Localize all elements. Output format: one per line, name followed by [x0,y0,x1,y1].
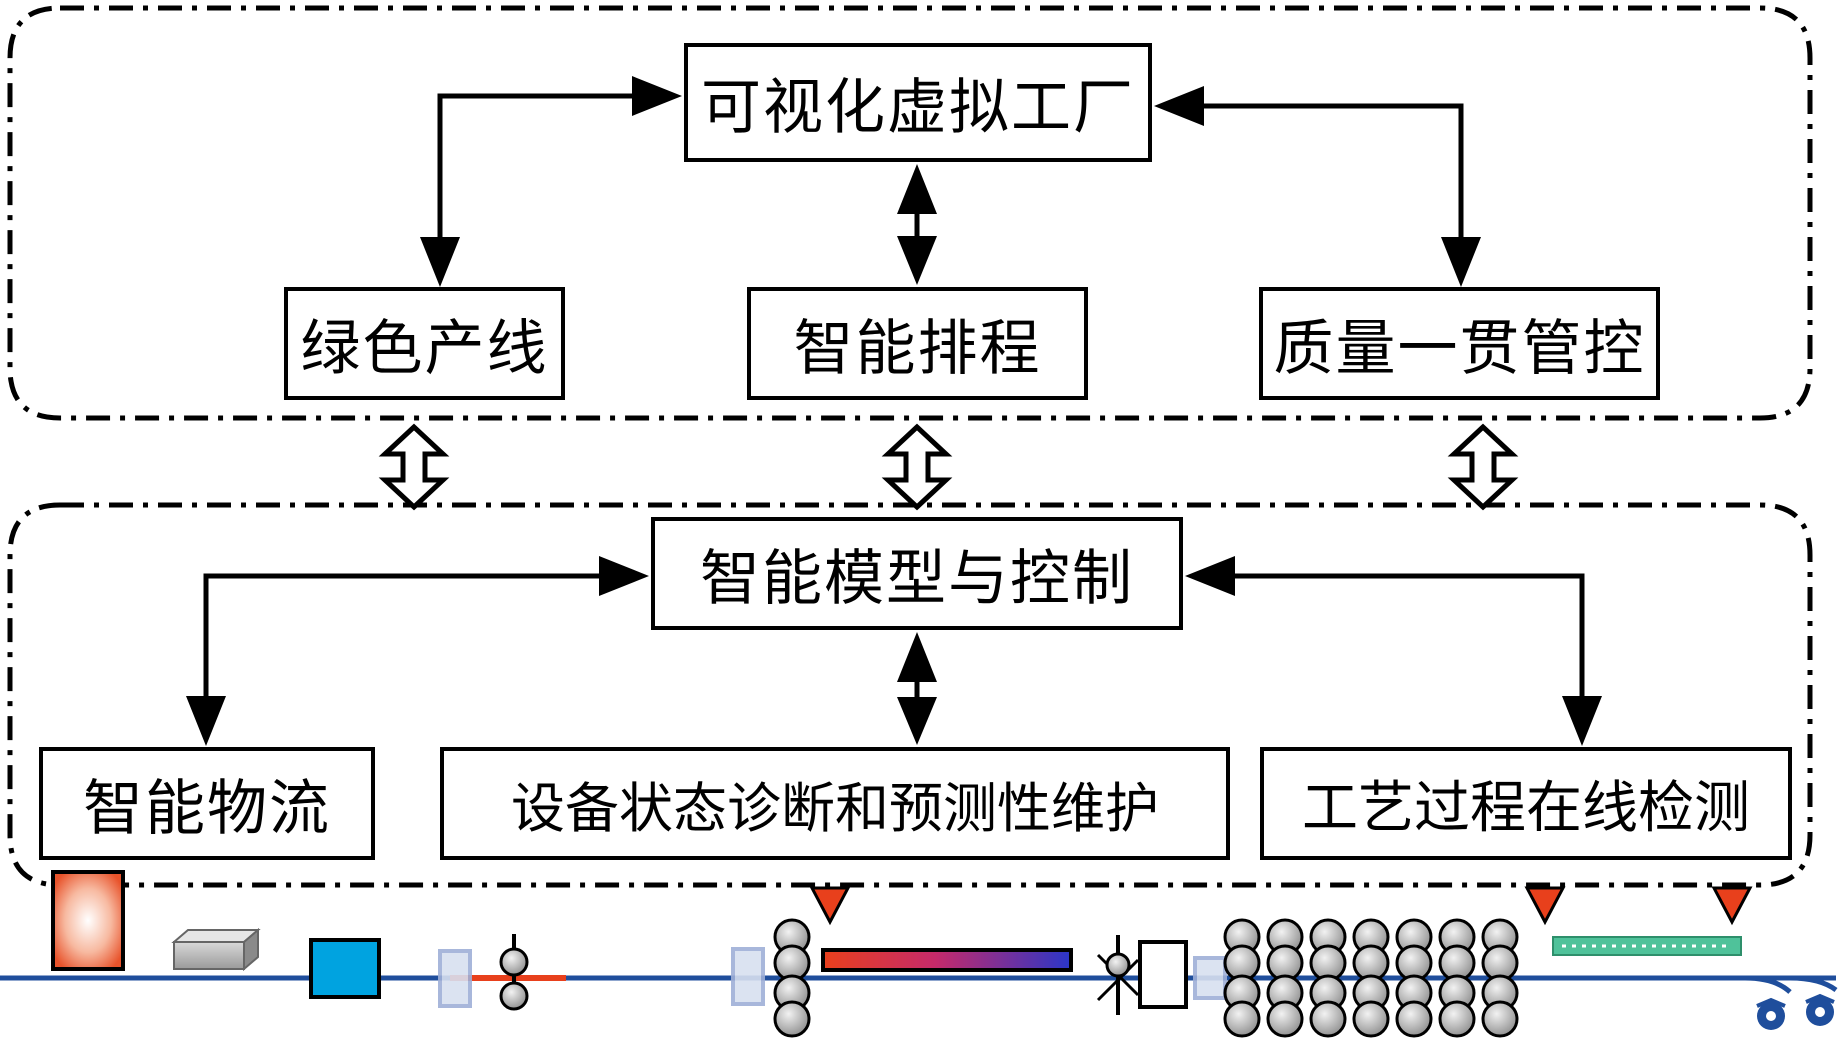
sensor-marker-icon [1524,886,1566,926]
hollow-double-arrow-right [1447,423,1519,511]
finishing-roll [1481,1000,1519,1038]
finishing-roll [1266,1000,1304,1038]
hollow-double-arrow-left [378,423,450,511]
connector-model-to-logistics [186,556,649,746]
roll-stand-icon [499,934,529,1011]
process-inspection-box: 工艺过程在线检测 [1260,747,1792,860]
reheating-furnace-icon [51,870,125,971]
sensor-marker-icon [809,886,851,926]
virtual-factory-box: 可视化虚拟工厂 [684,43,1152,162]
coiler-icon [1805,993,1835,1026]
finishing-mill-icon [1096,935,1227,1015]
green-line-box: 绿色产线 [284,287,565,400]
cooling-detector-icon [1552,936,1742,956]
connector-top-to-green [420,76,682,287]
smart-model-control-box: 智能模型与控制 [651,517,1183,630]
connector-model-to-maint [897,632,937,745]
heated-strip-icon [821,948,1073,972]
connector-top-to-sched [897,164,937,285]
finishing-roll [1395,1000,1433,1038]
upper-group-frame [7,5,1813,421]
slab-block-icon [171,927,261,972]
quality-control-box: 质量一贯管控 [1259,287,1660,400]
finishing-stands [1223,918,1519,1038]
descaler-tank-icon [309,938,381,999]
smart-scheduling-box: 智能排程 [747,287,1088,400]
roll-stand-icon [773,918,811,1038]
connector-top-to-quality [1154,86,1481,287]
finishing-roll [1309,1000,1347,1038]
connector-model-to-process [1185,556,1602,746]
finishing-roll [1223,1000,1261,1038]
finishing-roll [1438,1000,1476,1038]
predictive-maintenance-box: 设备状态诊断和预测性维护 [440,747,1230,860]
finishing-roll [1352,1000,1390,1038]
lower-group-frame [7,502,1813,888]
smart-logistics-box: 智能物流 [39,747,375,860]
sensor-marker-icon [1711,886,1753,926]
hollow-double-arrow-center [881,423,953,511]
coiler-icon [1756,997,1786,1030]
production-line-schematic [0,870,1838,1038]
